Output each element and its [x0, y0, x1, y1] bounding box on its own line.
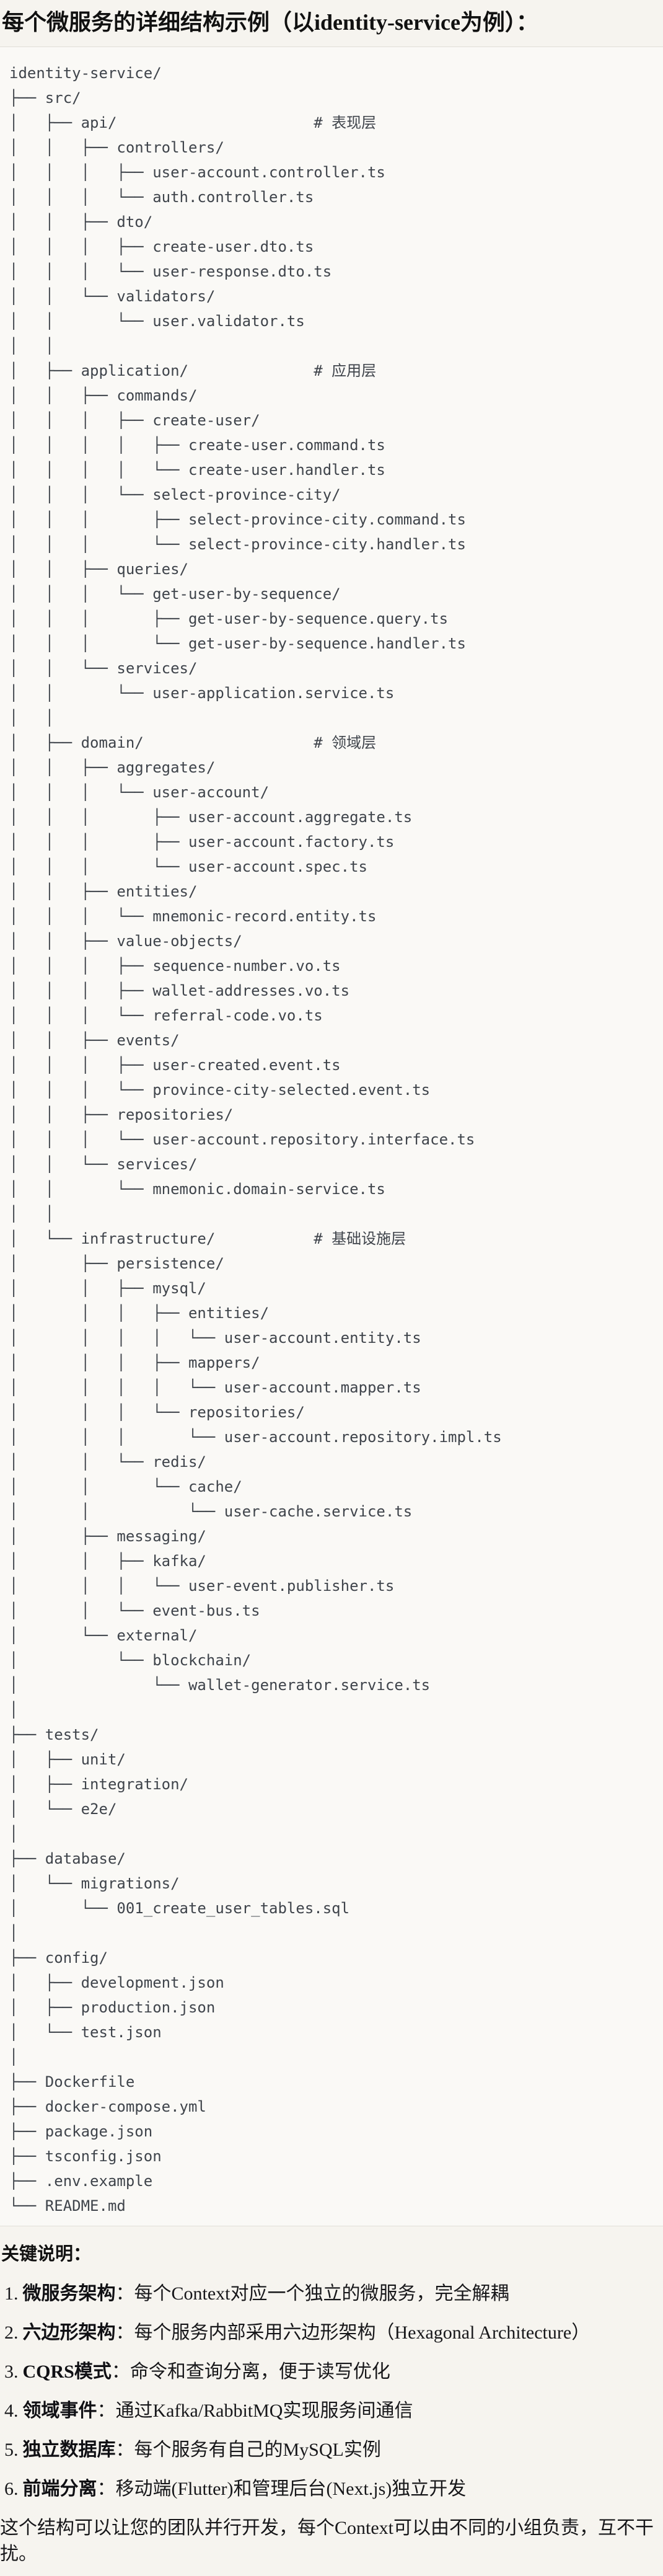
- page-title: 每个微服务的详细结构示例（以identity-service为例）：: [2, 10, 538, 35]
- note-number: 5.: [4, 2440, 19, 2460]
- note-label: 独立数据库: [22, 2440, 116, 2460]
- note-item: 5.独立数据库：每个服务有自己的MySQL实例: [4, 2437, 657, 2463]
- closing-paragraph: 这个结构可以让您的团队并行开发，每个Context可以由不同的小组负责，互不干扰…: [0, 2518, 654, 2564]
- note-item: 1.微服务架构：每个Context对应一个独立的微服务，完全解耦: [4, 2281, 657, 2307]
- note-number: 4.: [4, 2401, 19, 2421]
- note-item: 4.领域事件：通过Kafka/RabbitMQ实现服务间通信: [4, 2398, 657, 2424]
- document: 每个微服务的详细结构示例（以identity-service为例）： ident…: [0, 8, 663, 2567]
- note-text: ：每个服务有自己的MySQL实例: [115, 2440, 381, 2460]
- note-number: 6.: [4, 2479, 19, 2499]
- note-label: 领域事件: [22, 2401, 97, 2421]
- code-block-directory-tree: identity-service/ ├── src/ │ ├── api/ # …: [0, 46, 663, 2226]
- note-label: 前端分离: [22, 2479, 97, 2499]
- note-label: CQRS模式: [22, 2361, 112, 2382]
- note-item: 3.CQRS模式：命令和查询分离，便于读写优化: [4, 2359, 657, 2385]
- note-text: ：移动端(Flutter)和管理后台(Next.js)独立开发: [97, 2479, 467, 2499]
- note-text: ：通过Kafka/RabbitMQ实现服务间通信: [97, 2401, 413, 2421]
- note-number: 3.: [4, 2361, 19, 2382]
- note-number: 1.: [4, 2283, 19, 2304]
- note-number: 2.: [4, 2322, 19, 2343]
- note-text: ：每个服务内部采用六边形架构（Hexagonal Architecture）: [115, 2322, 591, 2343]
- directory-tree: identity-service/ ├── src/ │ ├── api/ # …: [9, 64, 502, 2215]
- note-item: 2.六边形架构：每个服务内部采用六边形架构（Hexagonal Architec…: [4, 2320, 657, 2346]
- note-label: 六边形架构: [22, 2322, 116, 2343]
- note-text: ：命令和查询分离，便于读写优化: [111, 2361, 390, 2382]
- notes-section: 关键说明： 1.微服务架构：每个Context对应一个独立的微服务，完全解耦 2.…: [0, 2242, 657, 2567]
- note-text: ：每个Context对应一个独立的微服务，完全解耦: [115, 2283, 509, 2304]
- note-label: 微服务架构: [22, 2283, 116, 2304]
- note-item: 6.前端分离：移动端(Flutter)和管理后台(Next.js)独立开发: [4, 2476, 657, 2502]
- notes-heading: 关键说明：: [1, 2244, 92, 2264]
